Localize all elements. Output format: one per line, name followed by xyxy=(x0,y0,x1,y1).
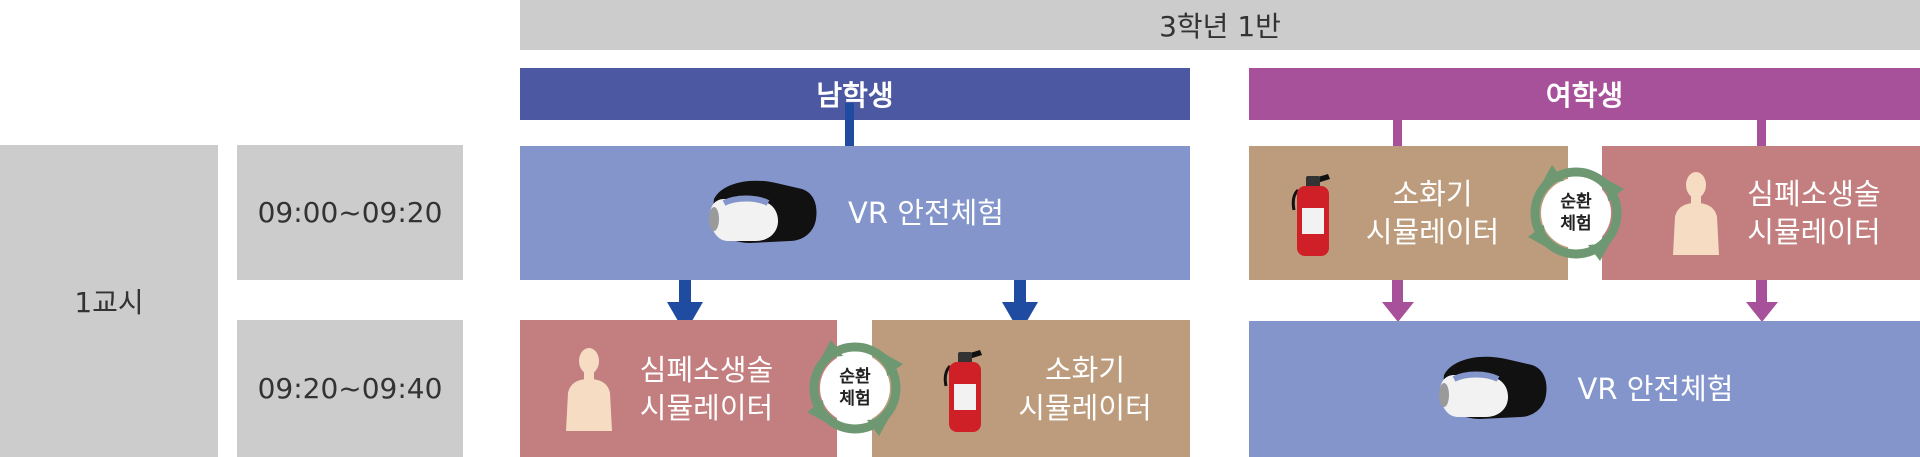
fire-extinguisher-icon xyxy=(1291,174,1330,256)
fire-extinguisher-icon xyxy=(944,349,983,432)
male-group-label: 남학생 xyxy=(816,79,894,112)
male-vr-box: VR 안전체험 xyxy=(520,146,1190,280)
female-rotation-badge: 순환 체험 xyxy=(1526,163,1626,263)
male-extinguisher-box: 소화기 시뮬레이터 xyxy=(872,320,1190,457)
female-extinguisher-box: 소화기 시뮬레이터 xyxy=(1249,146,1568,280)
male-rotation-text: 순환 체험 xyxy=(839,367,871,409)
male-extinguisher-label: 소화기 시뮬레이터 xyxy=(1018,352,1152,425)
male-rotation-badge: 순환 체험 xyxy=(805,338,905,438)
time-slot-1-label: 09:00~09:20 xyxy=(257,196,443,229)
female-rotation-text: 순환 체험 xyxy=(1560,192,1592,234)
period-label: 1교시 xyxy=(74,286,144,319)
time-slot-2-label: 09:20~09:40 xyxy=(257,372,443,405)
female-vr-label: VR 안전체험 xyxy=(1577,372,1734,406)
female-connector-left xyxy=(1393,120,1402,146)
rotation-cycle-icon xyxy=(1528,165,1624,261)
female-cpr-label: 심폐소생술 시뮬레이터 xyxy=(1747,177,1881,249)
female-cpr-box: 심폐소생술 시뮬레이터 xyxy=(1602,146,1920,280)
female-extinguisher-label: 소화기 시뮬레이터 xyxy=(1365,177,1500,249)
period-cell: 1교시 xyxy=(0,145,218,457)
male-arrow-right xyxy=(1002,280,1038,333)
female-arrow-right xyxy=(1746,280,1778,322)
male-cpr-label: 심폐소생술 시뮬레이터 xyxy=(639,352,774,425)
female-vr-box: VR 안전체험 xyxy=(1249,321,1920,457)
female-connector-right xyxy=(1757,120,1766,146)
male-cpr-box: 심폐소생술 시뮬레이터 xyxy=(520,320,837,457)
vr-headset-icon xyxy=(1438,356,1547,419)
male-connector-line xyxy=(845,103,854,146)
female-group-header: 여학생 xyxy=(1249,68,1920,120)
time-slot-2: 09:20~09:40 xyxy=(237,320,463,457)
class-header-label: 3학년 1반 xyxy=(1159,10,1281,43)
male-group-header: 남학생 xyxy=(520,68,1190,120)
female-arrow-left xyxy=(1382,280,1414,322)
rotation-cycle-icon xyxy=(807,340,903,436)
cpr-mannequin-icon xyxy=(1673,172,1720,255)
male-arrow-left xyxy=(667,280,703,333)
vr-headset-icon xyxy=(709,180,817,243)
male-vr-label: VR 안전체험 xyxy=(848,196,1004,230)
class-header: 3학년 1반 xyxy=(520,0,1920,50)
female-group-label: 여학생 xyxy=(1545,79,1624,112)
cpr-mannequin-icon xyxy=(565,347,612,431)
time-slot-1: 09:00~09:20 xyxy=(237,145,463,280)
